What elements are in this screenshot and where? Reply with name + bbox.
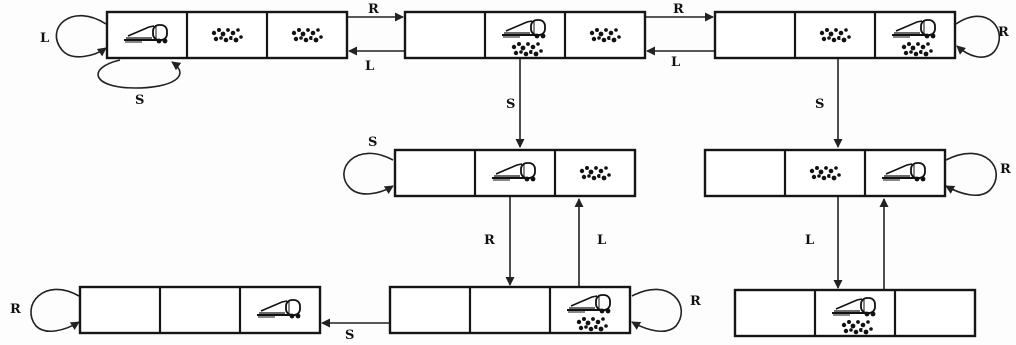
self-loop-s3-right	[956, 16, 999, 57]
state-s7	[390, 287, 630, 333]
edge-label-s5-s8: L	[805, 233, 814, 248]
edge-label-s2-s3: R	[673, 2, 684, 17]
self-loop-s1-suck	[98, 60, 180, 88]
state-s8	[735, 290, 975, 336]
state-s2	[405, 12, 645, 58]
self-loop-label-s7-right: R	[690, 294, 701, 309]
self-loop-label-s1-suck: S	[135, 93, 144, 108]
edge-label-s4-s7: R	[484, 233, 495, 248]
state-frame	[395, 150, 635, 196]
self-loop-label-s6-left: R	[10, 302, 21, 317]
edge-label-s3-s5: S	[815, 97, 824, 112]
state-s1	[107, 12, 347, 58]
edge-label-s1-s2: R	[368, 2, 379, 17]
state-frame	[107, 12, 347, 58]
self-loop-label-s1-left: L	[40, 31, 49, 46]
state-s6	[80, 287, 320, 333]
state-frame	[80, 287, 320, 333]
edge-label-s2-s1: L	[365, 59, 374, 74]
states-layer	[80, 12, 975, 336]
edge-label-s7-s4: L	[597, 233, 606, 248]
state-s4	[395, 150, 635, 196]
edge-label-s7-s6: S	[345, 328, 354, 343]
self-loop-s6-left	[31, 289, 79, 331]
edge-label-s3-s2: L	[671, 55, 680, 70]
self-loop-label-s4-left: S	[368, 135, 377, 150]
self-loop-s5-right	[946, 153, 996, 195]
self-loop-s7-right	[632, 289, 681, 331]
edge-label-s2-s4: S	[506, 97, 515, 112]
state-frame	[705, 150, 945, 196]
self-loop-label-s3-right: R	[998, 25, 1009, 40]
self-loop-label-s5-right: R	[1000, 162, 1011, 177]
self-loop-s1-left	[56, 16, 106, 57]
state-s3	[715, 12, 955, 58]
self-loop-s4-left	[344, 153, 393, 194]
state-s5	[705, 150, 945, 196]
